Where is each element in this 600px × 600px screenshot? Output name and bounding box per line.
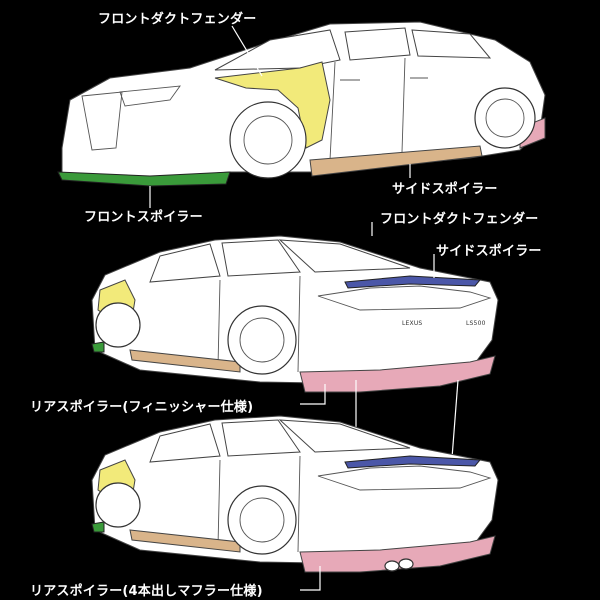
label-top-front-spoiler: フロントスポイラー (84, 210, 203, 225)
rear-wheel-1 (227, 305, 297, 375)
door-lines-1 (217, 275, 301, 373)
tail-lamp-2 (317, 465, 492, 491)
front-duct-fender-part (214, 61, 331, 149)
label-top-side-spoiler: サイドスポイラー (392, 182, 498, 197)
front-side-window (344, 27, 411, 61)
car-front-view (57, 21, 546, 187)
side-window-2b (221, 419, 301, 457)
rear-wheel-2 (227, 485, 297, 555)
label-top-front-duct-fender: フロントダクトフェンダー (98, 12, 257, 27)
front-wheel-1 (95, 302, 141, 348)
front-spoiler-part-1 (91, 341, 105, 353)
car-rear-view-finisher (91, 235, 499, 393)
label-mid-side-spoiler: サイドスポイラー (436, 244, 542, 259)
windshield (214, 29, 341, 71)
muffler-tip-2 (398, 558, 414, 570)
spindle-grille (81, 91, 123, 151)
tail-lamp-1 (317, 285, 492, 311)
rear-glass-1 (278, 239, 411, 273)
rear-glass-2 (278, 419, 411, 453)
door-lines-2 (217, 455, 301, 553)
rear-spoiler-part-1 (299, 355, 496, 393)
front-spoiler-part-2 (91, 521, 105, 533)
side-window-1a (149, 243, 221, 283)
side-spoiler-part-2 (129, 529, 241, 553)
rear-wheel (474, 87, 536, 149)
label-bottom-rear-spoiler: リアスポイラー(4本出しマフラー仕様) (30, 584, 263, 599)
trunk-spoiler-part-1 (344, 275, 482, 289)
leader-mid-side-b (451, 379, 459, 459)
door-lines (329, 57, 428, 161)
leader-bottom-rear (300, 566, 321, 591)
rear-rim-1 (239, 317, 285, 363)
front-wheel (229, 101, 307, 179)
front-spoiler-part (57, 171, 231, 187)
rear-emblem-left: LEXUS (402, 320, 423, 327)
leader-top-fender (231, 25, 263, 77)
car-rear-view-4-muffler (91, 415, 499, 573)
label-mid-front-duct-fender: フロントダクトフェンダー (380, 212, 539, 227)
rear-spoiler-part-2 (299, 535, 496, 573)
front-rim (243, 115, 293, 165)
rear-emblem-right: LS500 (466, 320, 486, 327)
rear-rim (485, 98, 525, 138)
front-wheel-2 (95, 482, 141, 528)
trunk-spoiler-part-2 (344, 455, 482, 469)
leader-mid-rear (300, 384, 326, 405)
side-spoiler-part-1 (129, 349, 241, 373)
rear-rim-2 (239, 497, 285, 543)
rear-side-window (411, 29, 492, 59)
headlight (119, 85, 181, 107)
label-mid-rear-spoiler: リアスポイラー(フィニッシャー仕様) (30, 400, 254, 415)
side-window-1b (221, 239, 301, 277)
muffler-tip-1 (384, 560, 400, 572)
side-spoiler-part (309, 145, 483, 177)
side-window-2a (149, 423, 221, 463)
